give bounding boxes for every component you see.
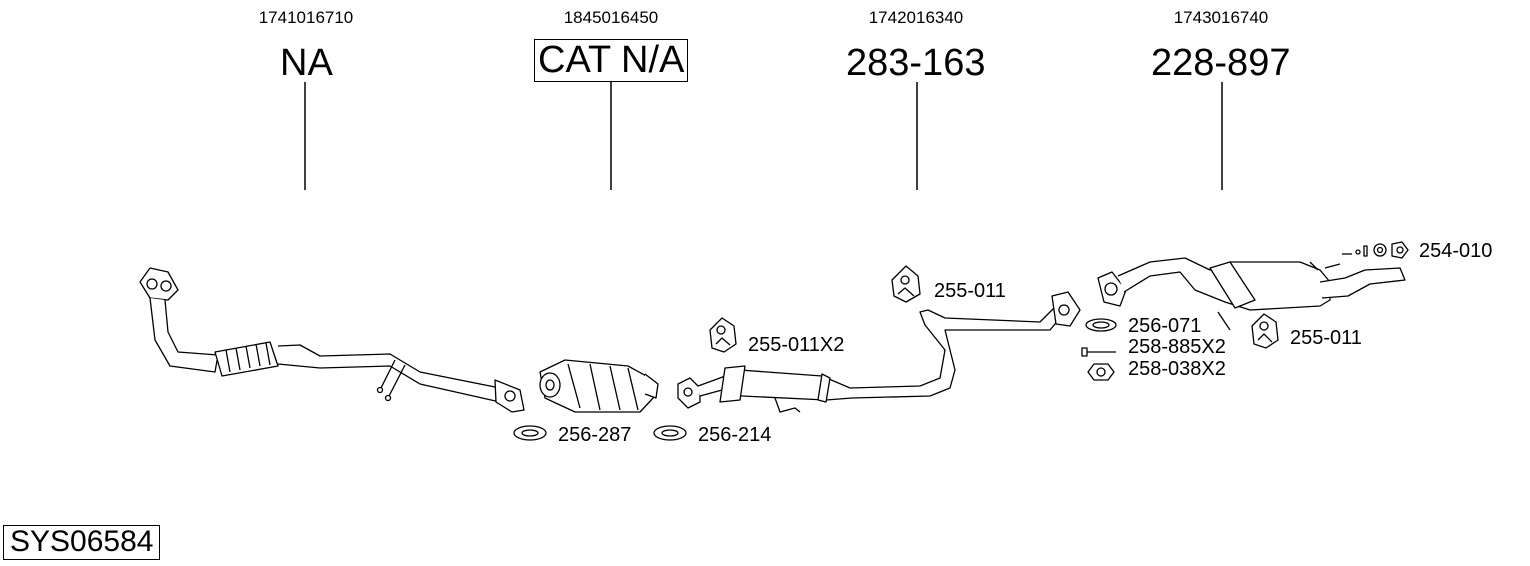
callout-256-071[interactable]: 256-071 <box>1128 315 1202 337</box>
front-pipe <box>139 267 525 413</box>
callout-255-011-top[interactable]: 255-011 <box>934 280 1006 302</box>
callout-254-010[interactable]: 254-010 <box>1419 240 1493 262</box>
oe-number-4: 1743016740 <box>1173 8 1269 27</box>
oe-number-1: 1741016710 <box>258 8 354 27</box>
callout-255-011-right[interactable]: 255-011 <box>1290 327 1362 349</box>
oe-number-2: 1845016450 <box>563 8 659 27</box>
part-number-4[interactable]: 228-897 <box>1151 42 1291 84</box>
system-code: SYS06584 <box>3 525 161 560</box>
catalytic-converter <box>539 359 659 413</box>
callout-256-287[interactable]: 256-287 <box>558 424 632 446</box>
hanger-255-011-top <box>891 265 921 303</box>
callout-258-038x2[interactable]: 258-038X2 <box>1128 358 1226 380</box>
kit-254-010 <box>1342 241 1409 259</box>
callout-258-885x2[interactable]: 258-885X2 <box>1128 336 1226 358</box>
oe-number-3: 1742016340 <box>868 8 964 27</box>
callout-256-214[interactable]: 256-214 <box>698 424 772 446</box>
hanger-255-011-right <box>1251 313 1279 349</box>
callout-255-011x2[interactable]: 255-011X2 <box>748 334 845 356</box>
middle-silencer <box>677 291 1081 413</box>
bolt-258-885 <box>1081 347 1116 357</box>
nut-258-038 <box>1087 363 1115 381</box>
hanger-255-011x2 <box>709 317 737 353</box>
part-number-3[interactable]: 283-163 <box>846 42 986 84</box>
rear-silencer <box>1097 257 1406 311</box>
part-number-2[interactable]: CAT N/A <box>534 39 689 82</box>
part-number-1[interactable]: NA <box>280 42 333 84</box>
